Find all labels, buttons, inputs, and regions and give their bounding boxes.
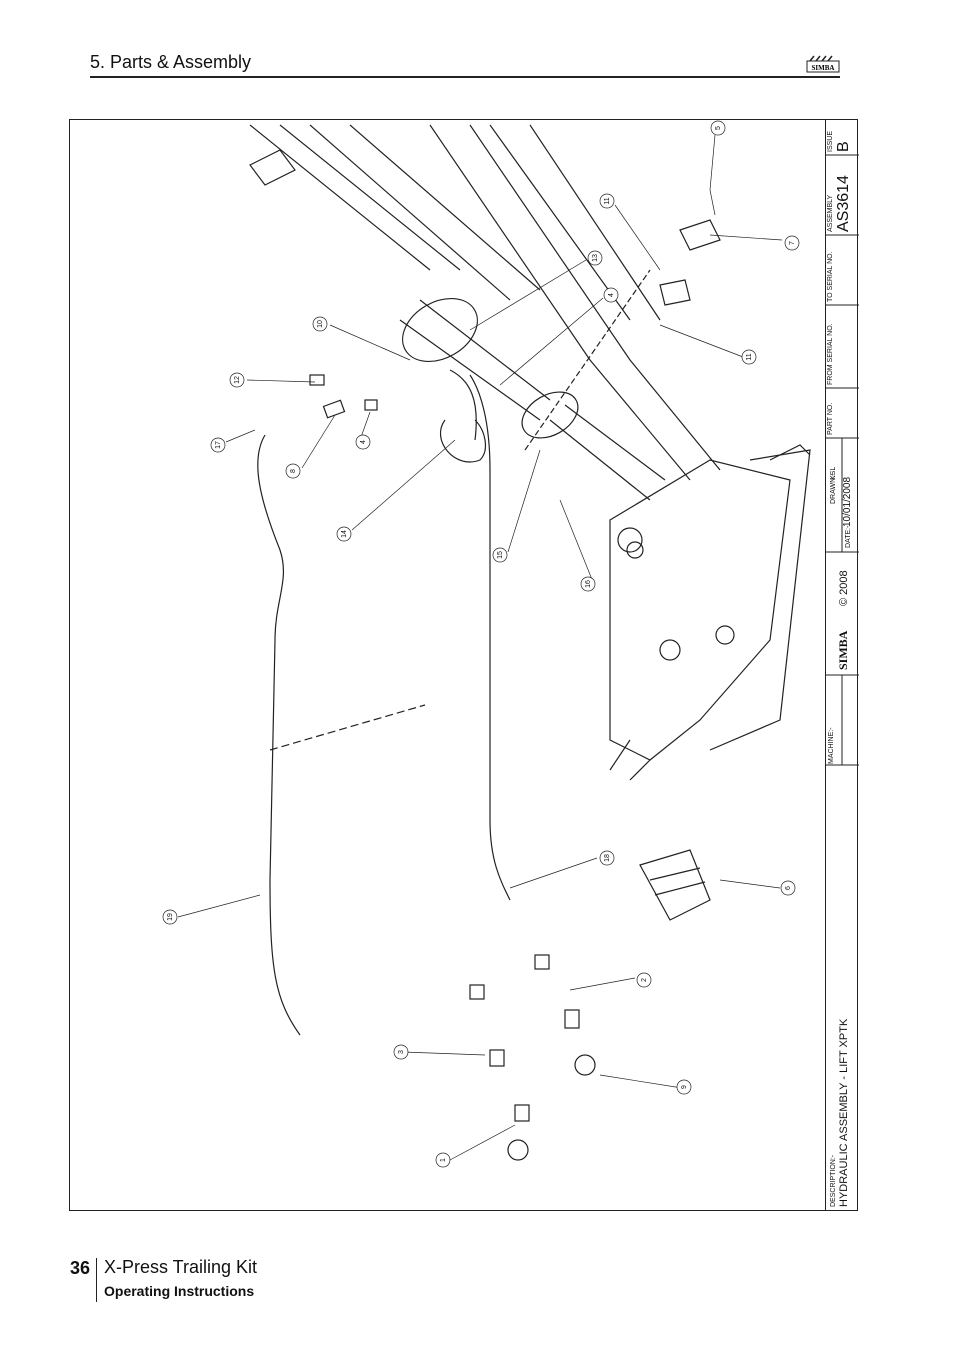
svg-text:4: 4: [360, 440, 367, 444]
part-no-label: PART NO.: [827, 402, 834, 435]
svg-text:19: 19: [167, 913, 174, 921]
drawing-frame: [69, 119, 858, 1211]
issue-label: ISSUE: [827, 130, 834, 152]
svg-text:5: 5: [715, 126, 722, 130]
svg-text:3: 3: [398, 1050, 405, 1054]
simba-logo: SIMBA: [806, 55, 840, 73]
svg-text:6: 6: [785, 886, 792, 890]
svg-text:SIMBA: SIMBA: [812, 64, 835, 72]
footer-subtitle: Operating Instructions: [104, 1283, 255, 1299]
svg-text:7: 7: [789, 241, 796, 245]
drawn-by: KSL: [830, 466, 837, 480]
machine-label: MACHINE:-: [828, 727, 835, 764]
svg-text:15: 15: [497, 551, 504, 559]
svg-text:4: 4: [608, 293, 615, 297]
drawing-date: 10/01/2008: [842, 476, 853, 527]
assembly-number: AS3614: [835, 175, 852, 232]
svg-text:8: 8: [290, 469, 297, 473]
svg-text:17: 17: [215, 441, 222, 449]
description-text: HYDRAULIC ASSEMBLY - LIFT XPTK: [838, 1018, 850, 1207]
issue-value: B: [835, 141, 852, 152]
to-serial-label: TO SERIAL NO.: [827, 251, 834, 302]
svg-text:14: 14: [341, 530, 348, 538]
date-label: DATE:-: [845, 525, 852, 548]
footer-divider: [96, 1258, 97, 1302]
svg-text:2: 2: [641, 978, 648, 982]
exploded-assembly-drawing: 5 11 7 13 4 11 10 12 17 8 4 14 15 16 18 …: [162, 120, 811, 1168]
page-number: 36: [70, 1258, 91, 1278]
description-label: DESCRIPTION:-: [830, 1154, 837, 1207]
assembly-label: ASSEMBLY: [827, 194, 834, 232]
svg-text:16: 16: [585, 580, 592, 588]
title-block: B ISSUE AS3614 ASSEMBLY TO SERIAL NO. FR…: [825, 120, 859, 1211]
svg-text:12: 12: [234, 376, 241, 384]
svg-text:10: 10: [317, 320, 324, 328]
from-serial-label: FROM SERIAL NO.: [827, 323, 834, 385]
svg-text:11: 11: [746, 353, 753, 360]
svg-text:13: 13: [592, 254, 599, 262]
svg-text:11: 11: [604, 197, 611, 204]
section-title: 5. Parts & Assembly: [90, 52, 252, 72]
footer-title: X-Press Trailing Kit: [104, 1257, 258, 1277]
header-rule: [90, 76, 840, 78]
svg-text:9: 9: [681, 1085, 688, 1089]
title-block-logo: SIMBA: [836, 630, 850, 670]
title-block-grid: [826, 154, 859, 766]
svg-text:18: 18: [604, 854, 611, 862]
copyright: © 2008: [838, 570, 850, 606]
svg-text:1: 1: [440, 1158, 447, 1162]
